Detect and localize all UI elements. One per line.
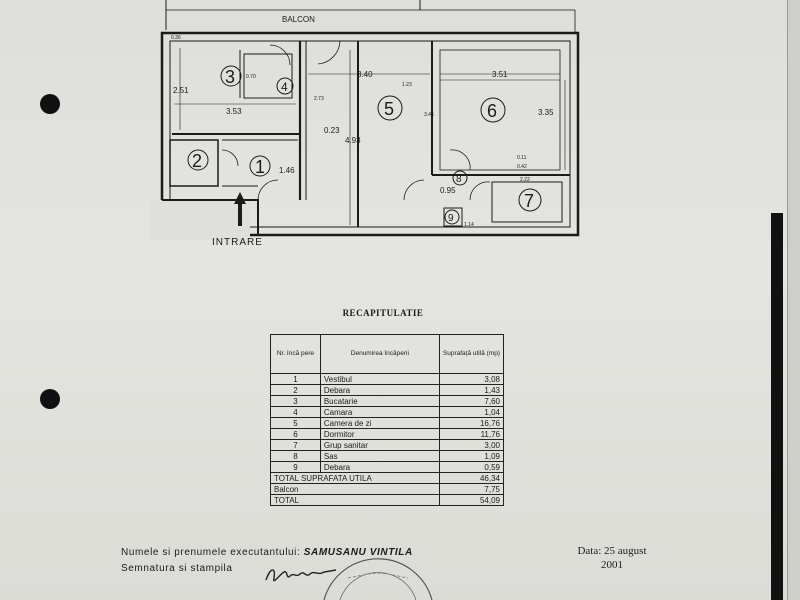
executor-label: Numele si prenumele executantului: [121, 547, 301, 558]
table-row: 9 Debara 0,59 [270, 461, 505, 473]
room-number-4: 4 [281, 80, 288, 94]
table-row: 7 Grup sanitar 3,00 [270, 439, 505, 451]
room-number-5: 5 [384, 99, 394, 119]
dim-4-93: 4.93 [345, 136, 361, 145]
dim-0-70: 0.70 [246, 74, 256, 80]
dim-3-51: 3.51 [492, 70, 508, 79]
dim-0-11: 0.11 [517, 155, 527, 161]
date-line-2: 2001 [601, 559, 623, 571]
dim-0-36: 0.36 [171, 35, 181, 41]
table-row: 2 Debara 1,43 [270, 384, 505, 396]
dim-2-51: 2.51 [173, 86, 189, 95]
dim-1-23: 1.23 [402, 82, 412, 88]
table-row: 8 Sas 1,09 [270, 450, 505, 462]
header-name: Denumirea încăperii [319, 334, 440, 374]
dim-0-23: 0.23 [324, 126, 340, 135]
dim-0-42: 0.42 [517, 164, 527, 170]
room-number-1: 1 [255, 157, 265, 177]
total-row: TOTAL 54,09 [270, 494, 505, 506]
balcony-row: Balcon 7,75 [270, 483, 505, 495]
table-row: 1 Vestibul 3,08 [270, 373, 505, 385]
dim-3-35: 3.35 [538, 108, 554, 117]
handwritten-signature [265, 569, 337, 582]
header-nr: Nr. încă pere [270, 334, 321, 374]
dim-2-22: 2.22 [520, 177, 530, 183]
stamp [323, 558, 433, 600]
binder-hole-bottom [40, 389, 60, 409]
document-date: Data: 25 august 2001 [562, 544, 662, 572]
executor-name: SAMUSANU VINTILA [303, 547, 413, 558]
recap-table: Nr. încă pere Denumirea încăperii Supraf… [270, 334, 505, 506]
entrance-arrow [234, 192, 246, 226]
edge-shadow-bar [771, 213, 783, 600]
dim-0-95: 0.95 [440, 186, 456, 195]
dim-2-73: 2.73 [314, 96, 324, 102]
dim-3-53: 3.53 [226, 107, 242, 116]
room-number-8: 8 [456, 174, 462, 185]
dim-1-14: 1.14 [464, 222, 474, 228]
date-line-1: Data: 25 august [577, 545, 647, 557]
page-edge [787, 0, 800, 600]
room-number-6: 6 [487, 101, 497, 121]
total-useful-row: TOTAL SUPRAFATA UTILA 46,34 [270, 472, 505, 484]
dim-3-46: 3.46 [424, 112, 434, 118]
table-row: 4 Camara 1,04 [270, 406, 505, 418]
dim-1-46: 1.46 [279, 166, 295, 175]
balcony-label: BALCON [282, 15, 315, 24]
dim-3-40: 3.40 [357, 70, 373, 79]
room-number-3: 3 [225, 67, 235, 87]
floor-plan: BALCON INTRARE 3 4 2 1 5 6 7 8 9 2.51 3.… [160, 0, 580, 248]
executor-line: Numele si prenumele executantului: SAMUS… [121, 547, 413, 558]
room-number-7: 7 [524, 191, 534, 211]
table-row: 6 Dormitor 11,76 [270, 428, 505, 440]
room-number-9: 9 [448, 213, 454, 224]
signature-label: Semnatura si stampila [121, 563, 233, 574]
recap-title: RECAPITULATIE [342, 308, 424, 318]
table-row: 3 Bucatarie 7,60 [270, 395, 505, 407]
header-area: Suprafață utilă (mp) [438, 334, 505, 374]
room-number-2: 2 [192, 151, 202, 171]
binder-hole-top [40, 94, 60, 114]
entrance-label: INTRARE [212, 237, 263, 248]
table-row: 5 Camera de zi 16,76 [270, 417, 505, 429]
